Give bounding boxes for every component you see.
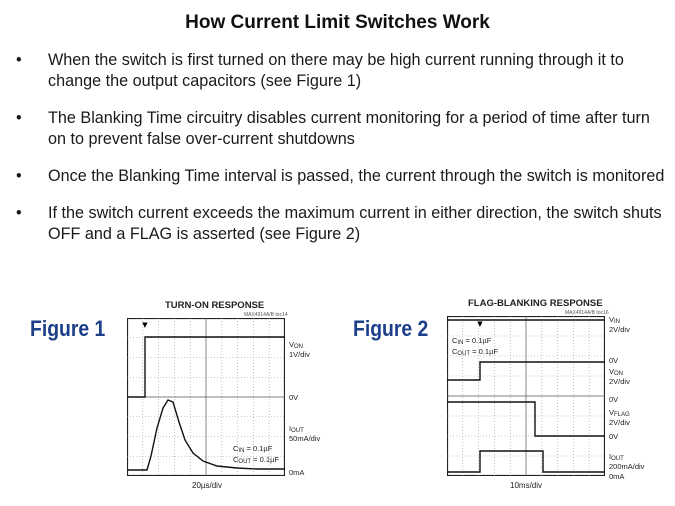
figure1-label: Figure 1 (30, 316, 106, 341)
figure1-iout-trace (127, 399, 285, 471)
bullet-text: If the switch current exceeds the maximu… (48, 204, 662, 243)
figure1-cout-label: COUT = 0.1µF (233, 455, 279, 465)
figure2-iout-trace (447, 450, 605, 473)
figure2-ch4-zero: 0mA (609, 472, 625, 481)
figure2-ch3-scale: 2V/div (609, 418, 630, 427)
figure1-ch1-name: VON (289, 340, 304, 350)
figure1-scope-grid: ▼ (127, 318, 285, 476)
figure2-timebase: 10ms/div (510, 481, 543, 490)
figure1-cin-label: CIN = 0.1µF (233, 444, 273, 454)
bullet-dot: • (16, 51, 22, 69)
figure2-ch2-scale: 2V/div (609, 377, 630, 386)
figure2-ref-code: MAX4914A/B toc16 (565, 310, 609, 316)
figure1-von-trace (127, 336, 285, 398)
figure2-cin-label: CIN = 0.1µF (452, 336, 492, 346)
figure1-oscilloscope-screen: ▼ (127, 318, 285, 476)
figure2-ch4-name: IOUT (609, 452, 624, 462)
figure1-ch2-zero: 0mA (289, 468, 305, 477)
svg-text:▼: ▼ (142, 321, 148, 329)
figure1-scope-title: TURN-ON RESPONSE (165, 300, 265, 311)
figure2-vflag-trace (447, 401, 605, 437)
figure2-ch3-zero: 0V (609, 432, 619, 441)
figure1-ch2-scale: 50mA/div (289, 434, 321, 443)
bullet-text: When the switch is first turned on there… (48, 51, 624, 90)
figure2-ch2-name: VON (609, 367, 624, 377)
figure1-ch1-zero: 0V (289, 393, 299, 402)
figure2-ch1-name: VIN (609, 315, 621, 325)
figure2-label: Figure 2 (353, 316, 429, 341)
bullet-text: The Blanking Time circuitry disables cur… (48, 109, 650, 148)
figure1-ref-code: MAX4914A/B toc14 (244, 312, 288, 318)
figure2-ch1-zero: 0V (609, 356, 619, 365)
bullet-dot: • (16, 167, 22, 185)
svg-text:▼: ▼ (477, 320, 483, 328)
bullet-item: • The Blanking Time circuitry disables c… (16, 108, 666, 150)
figure1-timebase: 20µs/div (192, 481, 222, 490)
figure2-ch4-scale: 200mA/div (609, 462, 645, 471)
figure2-ch2-zero: 0V (609, 395, 619, 404)
bullet-item: • If the switch current exceeds the maxi… (16, 203, 666, 245)
figure2-scope-grid: ▼ (447, 316, 605, 476)
figure2-cout-label: COUT = 0.1µF (452, 347, 498, 357)
figure1-ch2-name: IOUT (289, 424, 304, 434)
bullet-dot: • (16, 109, 22, 127)
bullet-dot: • (16, 204, 22, 222)
figure2-ch1-scale: 2V/div (609, 325, 630, 334)
bullet-item: • When the switch is first turned on the… (16, 50, 666, 92)
figure2-scope-title: FLAG-BLANKING RESPONSE (468, 298, 603, 309)
figure2-oscilloscope-screen: ▼ (447, 316, 605, 476)
figure2-ch3-name: VFLAG (609, 408, 630, 418)
bullet-item: • Once the Blanking Time interval is pas… (16, 166, 666, 187)
slide-title: How Current Limit Switches Work (185, 12, 490, 33)
figure2-von-trace (447, 361, 605, 381)
bullet-list: • When the switch is first turned on the… (16, 50, 666, 261)
bullet-text: Once the Blanking Time interval is passe… (48, 167, 665, 185)
figure1-ch1-scale: 1V/div (289, 350, 310, 359)
